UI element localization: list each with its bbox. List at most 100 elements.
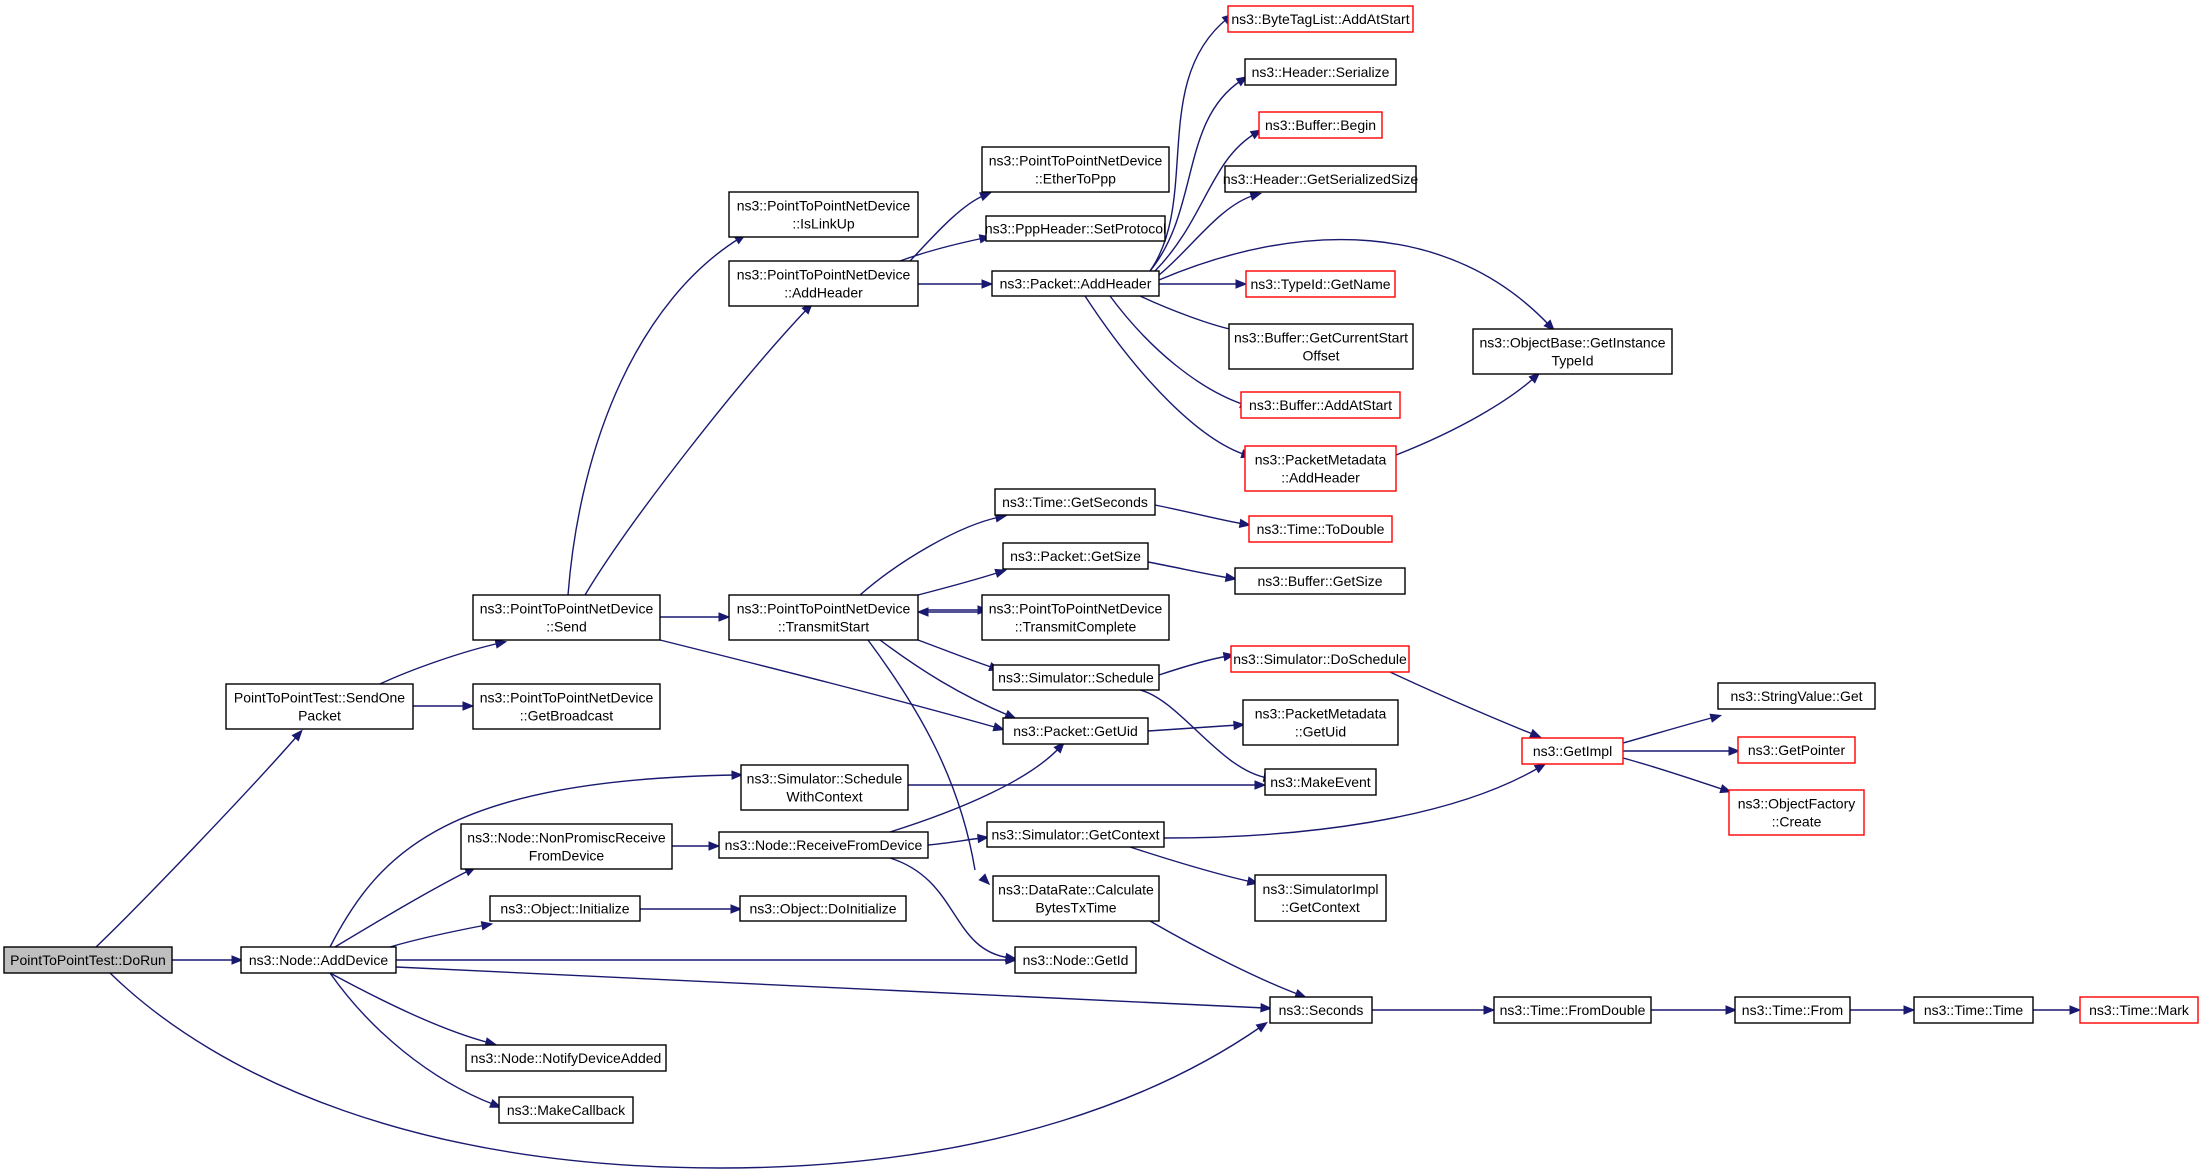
node-simimplgetcontext[interactable]: ns3::SimulatorImpl::GetContext: [1254, 874, 1387, 922]
node-notifydeviceadded[interactable]: ns3::Node::NotifyDeviceAdded: [465, 1044, 667, 1072]
node-box: [460, 823, 673, 870]
edge-line: [95, 734, 299, 948]
node-objfactorycreate[interactable]: ns3::ObjectFactory::Create: [1728, 789, 1865, 836]
node-simgetcontext[interactable]: ns3::Simulator::GetContext: [986, 821, 1165, 848]
node-headergetsersize[interactable]: ns3::Header::GetSerializedSize: [1223, 165, 1419, 193]
node-addheader_dev[interactable]: ns3::PointToPointNetDevice::AddHeader: [728, 260, 919, 307]
node-receivefromdevice[interactable]: ns3::Node::ReceiveFromDevice: [718, 831, 929, 859]
node-pmgetuid[interactable]: ns3::PacketMetadata::GetUid: [1242, 699, 1399, 746]
node-getimpl[interactable]: ns3::GetImpl: [1521, 737, 1624, 765]
node-box: [498, 1096, 634, 1124]
node-simschedule[interactable]: ns3::Simulator::Schedule: [992, 664, 1160, 691]
node-label: ns3::Time::GetSeconds: [1002, 494, 1148, 510]
edge-line: [334, 869, 471, 948]
node-box: [1258, 111, 1383, 139]
edge-packetaddheader-to-objbasegetinstance: [1158, 238, 1556, 332]
node-label: ns3::Node::AddDevice: [249, 952, 389, 968]
node-label: ns3::Time::FromDouble: [1500, 1002, 1646, 1018]
node-label: ::EtherToPpp: [1035, 171, 1116, 187]
node-box: [2079, 996, 2199, 1024]
node-bytetaglist[interactable]: ns3::ByteTagList::AddAtStart: [1227, 5, 1414, 33]
node-adddevice[interactable]: ns3::Node::AddDevice: [240, 946, 397, 974]
node-box: [1472, 328, 1673, 375]
node-label: ns3::Time::ToDouble: [1257, 521, 1385, 537]
node-label: ::IsLinkUp: [792, 216, 854, 232]
node-label: TypeId: [1551, 353, 1593, 369]
node-timefromdouble[interactable]: ns3::Time::FromDouble: [1493, 996, 1652, 1024]
node-makecallback[interactable]: ns3::MakeCallback: [498, 1096, 634, 1124]
node-box: [992, 664, 1160, 691]
node-box: [1734, 996, 1851, 1024]
edge-line: [1084, 295, 1247, 456]
node-objdoinitialize[interactable]: ns3::Object::DoInitialize: [739, 895, 907, 922]
edge-line: [889, 857, 1011, 959]
node-bufferbegin[interactable]: ns3::Buffer::Begin: [1258, 111, 1383, 139]
node-timetime[interactable]: ns3::Time::Time: [1913, 996, 2034, 1024]
node-typeidgetname[interactable]: ns3::TypeId::GetName: [1245, 270, 1396, 298]
node-label: ns3::PointToPointNetDevice: [989, 601, 1163, 617]
node-pmaddheader[interactable]: ns3::PacketMetadata::AddHeader: [1244, 445, 1397, 492]
node-box: [240, 946, 397, 974]
node-label: ns3::Simulator::DoSchedule: [1233, 651, 1407, 667]
node-label: ns3::PointToPointNetDevice: [989, 153, 1163, 169]
node-box: [3, 946, 173, 974]
node-label: ns3::Node::NonPromiscReceive: [467, 830, 666, 846]
node-transmitcomplete[interactable]: ns3::PointToPointNetDevice::TransmitComp…: [981, 594, 1170, 641]
node-objinitialize[interactable]: ns3::Object::Initialize: [489, 895, 641, 922]
node-box: [981, 146, 1170, 193]
arrowhead-icon: [977, 833, 990, 844]
edge-line: [1395, 376, 1536, 456]
node-box: [1737, 736, 1856, 764]
node-getpointer[interactable]: ns3::GetPointer: [1737, 736, 1856, 764]
edge-simgetcontext-to-getimpl: [1163, 763, 1547, 839]
node-packetgetsize[interactable]: ns3::Packet::GetSize: [1002, 542, 1149, 570]
node-islinkup[interactable]: ns3::PointToPointNetDevice::IsLinkUp: [728, 191, 919, 238]
node-seconds[interactable]: ns3::Seconds: [1269, 996, 1373, 1024]
node-simdoschedule[interactable]: ns3::Simulator::DoSchedule: [1230, 645, 1410, 673]
node-getbroadcast[interactable]: ns3::PointToPointNetDevice::GetBroadcast: [472, 683, 661, 730]
edge-transmitstart-to-simschedule: [917, 639, 1001, 672]
node-bufferaddatstart[interactable]: ns3::Buffer::AddAtStart: [1240, 391, 1401, 419]
node-label: ns3::Node::NotifyDeviceAdded: [471, 1050, 662, 1066]
arrowhead-icon: [494, 639, 508, 649]
node-label: ns3::PointToPointNetDevice: [480, 690, 654, 706]
node-box: [1224, 165, 1417, 193]
node-label: ns3::Simulator::Schedule: [747, 771, 903, 787]
node-stringvalueget[interactable]: ns3::StringValue::Get: [1717, 682, 1876, 710]
node-box: [1242, 699, 1399, 746]
node-ethertoppp[interactable]: ns3::PointToPointNetDevice::EtherToPpp: [981, 146, 1170, 193]
node-box: [994, 488, 1156, 516]
node-packetgetuid[interactable]: ns3::Packet::GetUid: [1002, 717, 1149, 745]
node-timetodouble[interactable]: ns3::Time::ToDouble: [1248, 515, 1393, 543]
node-headerserialize[interactable]: ns3::Header::Serialize: [1244, 58, 1397, 86]
edge-line: [395, 966, 1266, 1009]
node-transmitstart[interactable]: ns3::PointToPointNetDevice::TransmitStar…: [728, 594, 919, 641]
node-timefrom[interactable]: ns3::Time::From: [1734, 996, 1851, 1024]
node-dorun[interactable]: PointToPointTest::DoRun: [3, 946, 173, 974]
edges-layer: [95, 13, 2082, 1169]
node-setprotocol[interactable]: ns3::PppHeader::SetProtocol: [985, 215, 1166, 242]
node-send[interactable]: ns3::PointToPointNetDevice::Send: [472, 594, 661, 641]
edge-dorun-to-sendonepacket: [95, 729, 303, 948]
edge-transmitcomplete-to-transmitstart: [916, 607, 982, 617]
node-label: ns3::MakeCallback: [507, 1102, 626, 1118]
node-box: [1913, 996, 2034, 1024]
node-timemark[interactable]: ns3::Time::Mark: [2079, 996, 2199, 1024]
node-label: ns3::Time::Mark: [2089, 1002, 2190, 1018]
node-makeevent[interactable]: ns3::MakeEvent: [1264, 768, 1377, 796]
edge-line: [1109, 295, 1246, 406]
node-packetaddheader[interactable]: ns3::Packet::AddHeader: [991, 270, 1160, 297]
node-label: ns3::Buffer::AddAtStart: [1249, 397, 1392, 413]
node-nodegetid[interactable]: ns3::Node::GetId: [1014, 946, 1137, 974]
arrowhead-icon: [1005, 955, 1018, 965]
node-buffergetsize[interactable]: ns3::Buffer::GetSize: [1234, 567, 1406, 595]
edge-line: [1622, 757, 1726, 791]
node-timegetseconds[interactable]: ns3::Time::GetSeconds: [994, 488, 1156, 516]
arrowhead-icon: [1709, 713, 1723, 723]
